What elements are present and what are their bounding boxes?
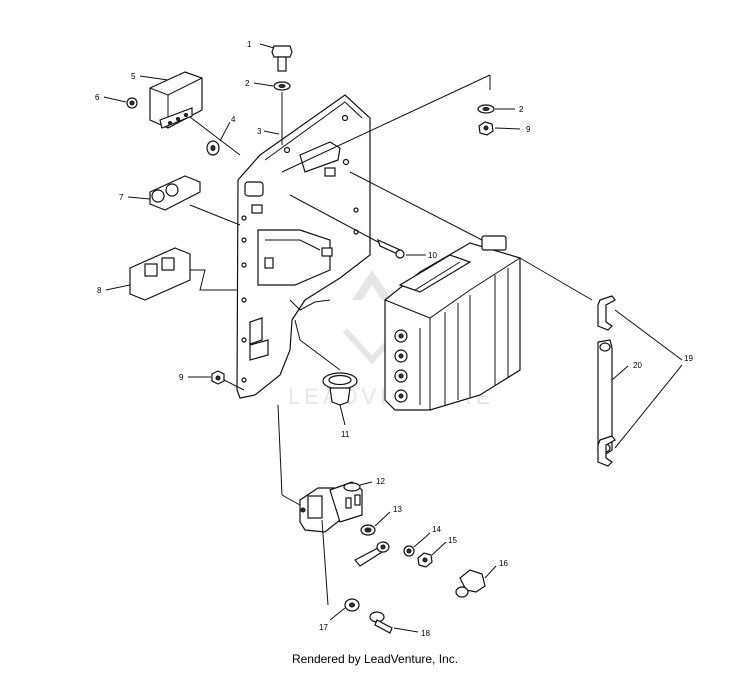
mounting-plate (236, 94, 371, 399)
callout-6: 6 (95, 93, 100, 102)
callout-11: 11 (341, 430, 350, 439)
washer-part-13 (360, 511, 391, 536)
nut-part-9-left (188, 370, 245, 391)
washer-part-14 (403, 532, 431, 557)
clip-part-19-top (597, 295, 616, 331)
callout-8: 8 (97, 286, 102, 295)
circuit-board-part-8 (105, 247, 238, 301)
callout-9b: 9 (526, 125, 531, 134)
callout-19: 19 (684, 354, 693, 363)
callout-5: 5 (131, 72, 136, 81)
callout-20: 20 (633, 361, 642, 370)
callout-4: 4 (231, 115, 236, 124)
relay-part-5 (139, 71, 241, 156)
callout-17: 17 (319, 623, 328, 632)
callout-14: 14 (432, 525, 441, 534)
callout-10: 10 (428, 251, 437, 260)
nut-part-15 (417, 541, 447, 568)
nut-part-6 (103, 96, 138, 109)
spacer-part-4 (206, 121, 231, 156)
cable-lug (354, 541, 390, 567)
boot-part-11 (294, 319, 358, 426)
cover-part-16 (455, 565, 497, 598)
callout-labels: 1 2 2 3 4 5 6 7 8 9 9 10 11 12 13 14 15 … (95, 40, 693, 638)
module-block (349, 171, 593, 411)
leader-lines-19 (614, 309, 683, 449)
callout-9a: 9 (179, 373, 184, 382)
callout-15: 15 (448, 536, 457, 545)
callout-2a: 2 (245, 79, 250, 88)
leader-lines-top-right (281, 74, 521, 173)
fuse-holder-part-7 (127, 175, 241, 226)
callout-12: 12 (376, 477, 385, 486)
solenoid-part-12 (277, 404, 373, 533)
washer-part-2 (253, 81, 291, 91)
callout-16: 16 (499, 559, 508, 568)
leader-line-3 (263, 130, 280, 135)
callout-7: 7 (119, 193, 124, 202)
clip-part-19-bottom (597, 435, 616, 467)
callout-13: 13 (393, 505, 402, 514)
washer-part-17 (321, 519, 360, 621)
callout-18: 18 (421, 629, 430, 638)
pin-part-10 (289, 194, 426, 259)
callout-2b: 2 (519, 105, 524, 114)
footer-credit: Rendered by LeadVenture, Inc. (291, 652, 459, 666)
callout-1: 1 (247, 40, 252, 49)
callout-3: 3 (257, 127, 262, 136)
screw-part-18 (369, 611, 419, 634)
bolt-part-1 (259, 43, 293, 72)
